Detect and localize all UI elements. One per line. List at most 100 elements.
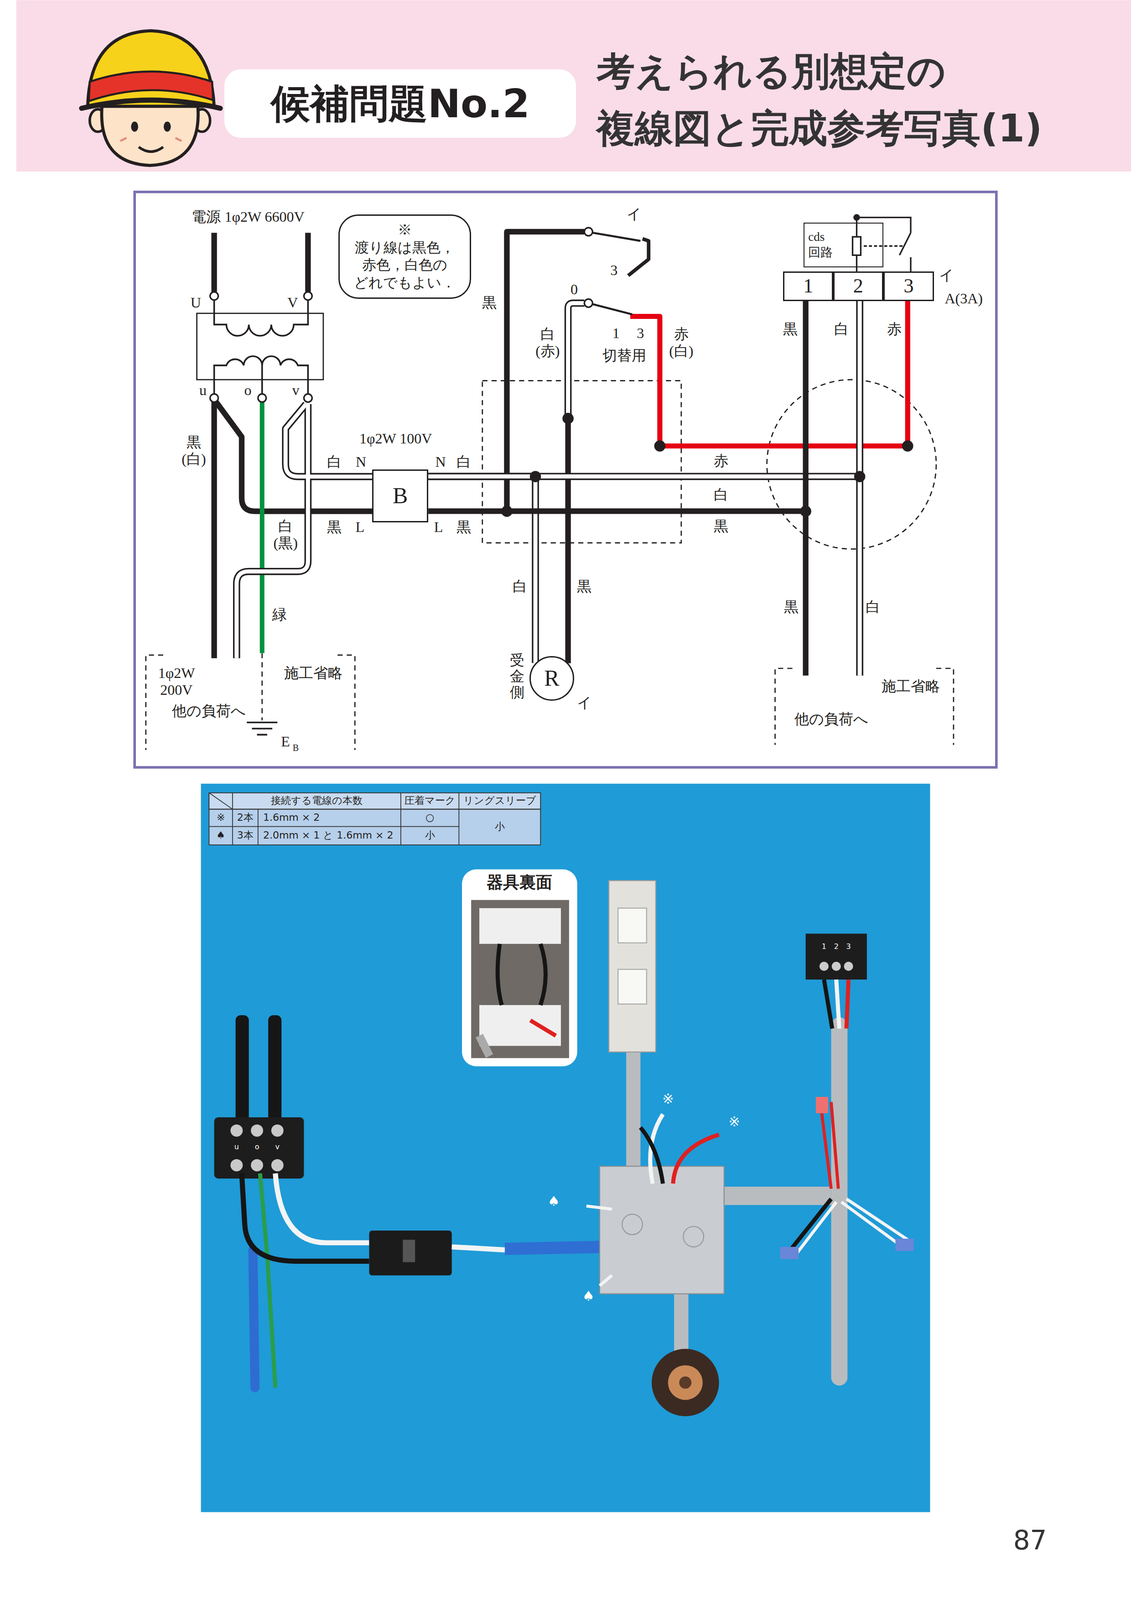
header-band <box>16 0 1131 172</box>
white-wire <box>236 302 860 675</box>
table-cell: 2.0mm × 1 と 1.6mm × 2 <box>263 829 394 841</box>
device-label: A(3A) <box>944 290 983 307</box>
black-wire <box>305 232 311 292</box>
white-wire <box>568 302 585 419</box>
work-photo <box>402 1239 416 1262</box>
dashed-outline <box>775 668 793 745</box>
dashed-outline <box>482 380 682 543</box>
white-wire <box>236 302 860 675</box>
header-band <box>16 0 1131 172</box>
wire-label: 黒 <box>456 519 472 536</box>
red-wire <box>630 300 908 447</box>
table-cell: 2本 <box>237 811 254 823</box>
note-label: 施工省略 <box>881 678 940 695</box>
terminal-cell: 1 <box>783 271 834 301</box>
white-wire <box>285 404 373 477</box>
wire-label: 黒 <box>482 295 497 312</box>
wire-connector <box>428 300 806 512</box>
table-cell: 圧着マーク <box>404 794 456 806</box>
wire-core <box>428 300 806 512</box>
transformer-symbol <box>214 356 263 395</box>
node-text: 器具裏面 <box>486 872 553 892</box>
terminal-print: o <box>254 1142 260 1151</box>
photo-mark: ※ <box>662 1090 674 1106</box>
wire-label: 白 (黒) <box>273 517 298 552</box>
work-photo <box>674 1293 689 1357</box>
work-photo <box>895 1238 914 1251</box>
wire-label: 白 <box>512 578 528 595</box>
device-label: 受金側 <box>509 652 525 701</box>
work-photo <box>724 1186 832 1205</box>
terminal-circle <box>303 393 312 402</box>
photo-mark: ♠ <box>582 1287 595 1303</box>
work-photo <box>626 1050 641 1168</box>
black-wire <box>216 401 373 511</box>
work-photo <box>836 979 840 1028</box>
terminal-label: 3 <box>610 262 618 279</box>
connection-table <box>208 792 541 810</box>
work-photo <box>214 869 914 1417</box>
device-label: イ <box>939 267 955 284</box>
work-photo <box>780 1246 799 1259</box>
load-label: 1φ2W 200V <box>158 664 195 699</box>
mascot-icon <box>130 121 139 132</box>
breaker-box: B <box>372 469 429 523</box>
wire-label: 白 <box>865 598 881 615</box>
cds-relay-symbol <box>854 214 860 220</box>
work-photo <box>673 1134 720 1183</box>
wire-label: 緑 <box>272 607 287 623</box>
white-wire <box>856 476 864 676</box>
work-photo <box>790 1198 831 1250</box>
cds-relay-symbol <box>852 214 911 272</box>
junction-dot <box>854 470 866 483</box>
wire-label: 白 (赤) <box>535 326 560 360</box>
work-photo <box>668 1364 703 1400</box>
work-photo <box>846 1198 908 1240</box>
work-photo <box>820 1106 831 1189</box>
wire-label: 白 <box>713 486 729 503</box>
work-photo <box>540 943 546 1005</box>
node-text: cds 回路 <box>808 229 833 261</box>
switch-symbol <box>592 232 649 315</box>
device-label: イ <box>626 206 642 223</box>
page-title: 考えられる別想定の 複線図と完成参考写真(1) <box>596 42 1081 157</box>
wire-label: 黒 <box>576 578 592 595</box>
lamp-receptacle-circle: R <box>529 655 575 701</box>
cds-relay-symbol <box>852 236 862 255</box>
terminal-cell: 2 <box>833 271 884 301</box>
ground-label: B <box>292 742 299 753</box>
terminal-print: u <box>234 1142 239 1151</box>
terminal-label: 3 <box>636 325 644 342</box>
terminal-label: N <box>435 453 446 470</box>
node-text: B <box>392 482 408 509</box>
wire-connector <box>428 476 536 663</box>
junction-dot <box>654 440 666 452</box>
photo-mark: ※ <box>728 1113 741 1129</box>
switch-symbol <box>628 238 649 276</box>
node-text: 2 <box>853 274 864 298</box>
work-photo <box>250 1124 264 1137</box>
work-photo <box>461 869 578 1067</box>
work-photo <box>230 1124 284 1172</box>
wire-core <box>428 300 860 477</box>
green-wire <box>259 401 265 653</box>
terminal-label: L <box>355 519 365 536</box>
wire-outline <box>428 300 860 477</box>
work-photo <box>586 1205 613 1209</box>
table-cell: リングスリーブ <box>463 794 537 806</box>
power-label: 電源 1φ2W 6600V <box>191 209 305 226</box>
table-cell: 接続する電線の本数 <box>270 794 363 806</box>
work-photo <box>831 961 841 971</box>
node-text: 3 <box>903 274 914 298</box>
ground-symbol <box>246 722 278 735</box>
work-photo <box>271 1158 284 1172</box>
terminal-print: 2 <box>834 942 839 951</box>
junction-dot <box>562 412 574 425</box>
mascot-icon <box>138 146 164 152</box>
junction-dot <box>501 505 513 517</box>
work-photo <box>815 1096 829 1113</box>
mascot-icon <box>120 137 182 141</box>
